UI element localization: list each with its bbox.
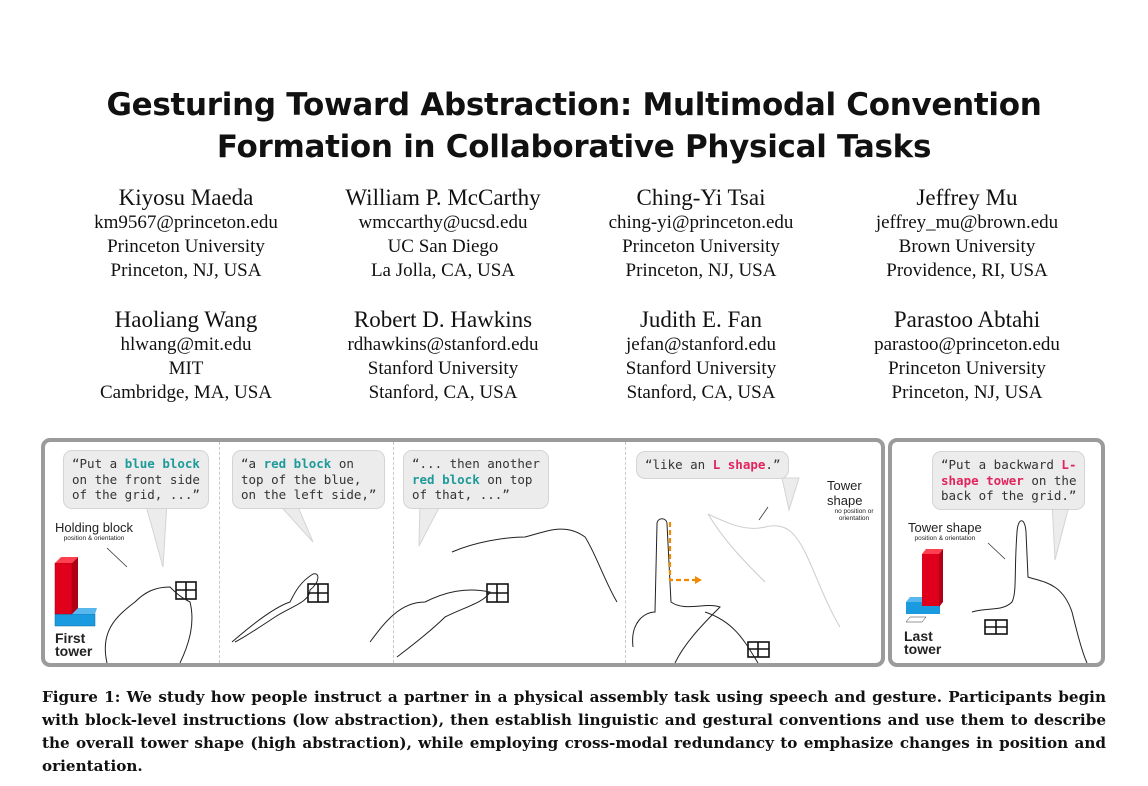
figure-panels-main: “Put a blue block on the front side of t…: [41, 438, 885, 667]
author-location: Cambridge, MA, USA: [99, 382, 273, 403]
title-line-2: Formation in Collaborative Physical Task…: [216, 129, 932, 165]
author-email[interactable]: jeffrey_mu@brown.edu: [875, 212, 1059, 233]
pointer-arrow: [758, 506, 769, 521]
author-name: Robert D. Hawkins: [353, 307, 533, 332]
speech-bubble-1: “Put a blue block on the front side of t…: [63, 450, 209, 509]
author-email[interactable]: km9567@princeton.edu: [94, 212, 278, 233]
author-name: Kiyosu Maeda: [118, 185, 254, 210]
author-affiliation: Princeton University: [107, 236, 265, 257]
first-tower-icon: [54, 557, 97, 627]
author-affiliation: Stanford University: [367, 358, 519, 379]
author-affiliation: Princeton University: [622, 236, 780, 257]
l-shape-arrow-icon: [668, 522, 695, 582]
paper-title: Gesturing Toward Abstraction: Multimodal…: [0, 84, 1148, 168]
pointer-arrow: [106, 547, 128, 568]
grid-icon: [175, 581, 770, 658]
author-email[interactable]: parastoo@princeton.edu: [874, 334, 1060, 355]
author-location: Stanford, CA, USA: [626, 382, 776, 403]
author-affiliation: Brown University: [898, 236, 1036, 257]
speech-bubble-3: “... then another red block on top of th…: [403, 450, 549, 509]
figure-panel-last: “Put a backward L- shape tower on the ba…: [888, 438, 1105, 667]
faded-hand-illustration: [707, 513, 841, 628]
author-email[interactable]: wmccarthy@ucsd.edu: [358, 212, 528, 233]
panel-divider: [219, 442, 220, 663]
speech-tail: [1051, 501, 1071, 561]
hand-illustration: [104, 518, 759, 663]
author-name: Parastoo Abtahi: [893, 307, 1041, 332]
author-location: Princeton, NJ, USA: [625, 260, 777, 281]
author-name: Ching-Yi Tsai: [636, 185, 766, 210]
author-name: Judith E. Fan: [639, 307, 763, 332]
speech-bubble-4: “like an L shape.”: [636, 451, 790, 479]
last-tower-icon: [905, 549, 943, 623]
hand-illustration: [971, 520, 1088, 663]
pointer-arrow: [987, 542, 1006, 560]
figure-illustrations-last: [905, 501, 1088, 663]
last-tower-label: Last tower: [904, 628, 942, 657]
author-affiliation: MIT: [168, 358, 204, 379]
author-name: Jeffrey Mu: [916, 185, 1018, 210]
panel-divider: [625, 442, 626, 663]
speech-tail: [144, 501, 168, 568]
author-location: Princeton, NJ, USA: [110, 260, 262, 281]
author-email[interactable]: ching-yi@princeton.edu: [608, 212, 794, 233]
speech-bubble-2: “a red block on top of the blue, on the …: [232, 450, 386, 509]
author-name: Haoliang Wang: [114, 307, 258, 332]
author-location: Stanford, CA, USA: [368, 382, 518, 403]
author-location: La Jolla, CA, USA: [370, 260, 516, 281]
figure-caption: Figure 1: We study how people instruct a…: [42, 688, 1106, 775]
author-email[interactable]: rdhawkins@stanford.edu: [347, 334, 539, 355]
author-affiliation: UC San Diego: [387, 236, 499, 257]
speech-bubble-5: “Put a backward L- shape tower on the ba…: [932, 451, 1086, 510]
author-affiliation: Stanford University: [625, 358, 777, 379]
author-location: Providence, RI, USA: [886, 260, 1048, 281]
first-tower-label: First tower: [55, 630, 93, 659]
speech-tail: [781, 477, 800, 512]
author-affiliation: Princeton University: [888, 358, 1046, 379]
figure-illustrations: [54, 477, 841, 663]
author-email[interactable]: hlwang@mit.edu: [120, 334, 252, 355]
grid-icon: [984, 619, 1008, 635]
panel-divider: [393, 442, 394, 663]
author-name: William P. McCarthy: [345, 185, 541, 210]
author-location: Princeton, NJ, USA: [891, 382, 1043, 403]
arrowhead-icon: [695, 576, 702, 584]
author-email[interactable]: jefan@stanford.edu: [626, 334, 776, 355]
title-line-1: Gesturing Toward Abstraction: Multimodal…: [106, 87, 1042, 123]
